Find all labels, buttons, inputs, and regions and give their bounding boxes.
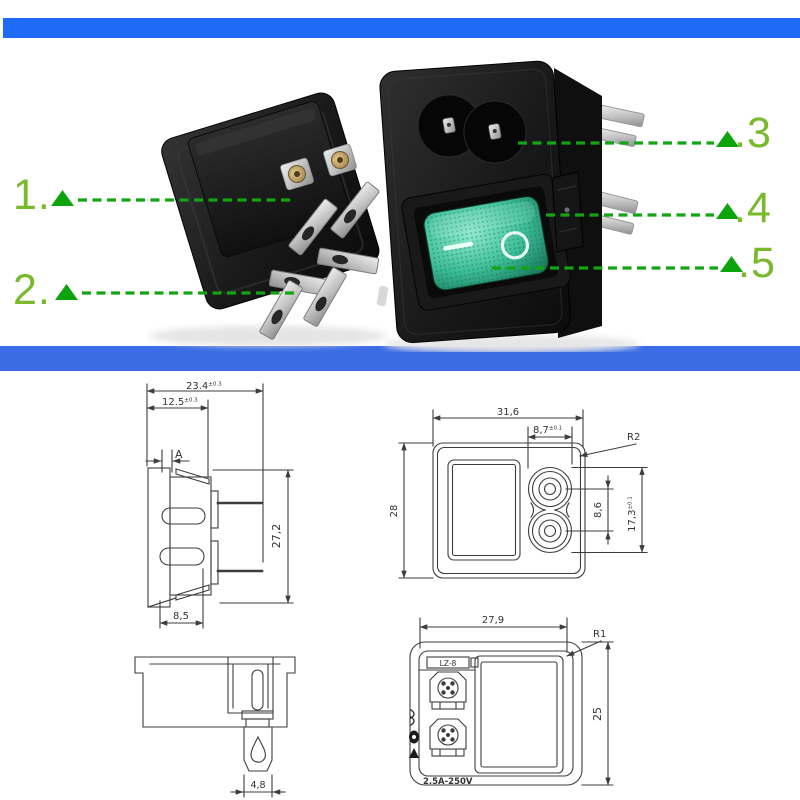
screw-terminal bbox=[323, 143, 357, 177]
certification-marks bbox=[409, 709, 419, 758]
c8-inlet bbox=[417, 94, 527, 164]
dim-height-label: 28 bbox=[389, 505, 400, 518]
spade-terminal bbox=[316, 247, 380, 275]
product-photo-left bbox=[150, 92, 386, 346]
inlet-pin bbox=[442, 117, 456, 134]
spade-terminal bbox=[288, 198, 338, 256]
drawing-front-view: LZ-8 bbox=[409, 615, 614, 787]
inlet-pin bbox=[488, 123, 502, 140]
callout-triangle-2 bbox=[55, 284, 78, 300]
svg-text:23.4±0.3: 23.4±0.3 bbox=[186, 381, 222, 392]
middle-banner bbox=[0, 346, 800, 371]
spade-terminal bbox=[303, 267, 347, 327]
side-pin bbox=[376, 285, 389, 307]
body-top-highlight bbox=[195, 108, 316, 156]
dim-width-label: 27,9 bbox=[482, 615, 504, 626]
svg-text:12.5±0.3: 12.5±0.3 bbox=[162, 397, 198, 408]
callout-triangle-3 bbox=[716, 131, 739, 147]
top-banner bbox=[3, 18, 800, 38]
drawing-side-view: 23.4±0.3 12.5±0.3 A 27,2 bbox=[145, 381, 294, 629]
terminal-detail bbox=[429, 718, 467, 757]
mounting-clip bbox=[551, 171, 584, 253]
spade-terminal bbox=[259, 280, 303, 340]
callout-lines bbox=[78, 141, 718, 295]
dim-depth-label: 8,5 bbox=[173, 611, 189, 622]
model-label: LZ-8 bbox=[440, 659, 457, 668]
dim-pitch-label: 8,6 bbox=[593, 502, 604, 518]
rocker-on-icon bbox=[443, 241, 474, 251]
technical-drawings: 23.4±0.3 12.5±0.3 A 27,2 bbox=[134, 381, 648, 798]
callout-triangle-5 bbox=[720, 256, 743, 272]
terminal-detail bbox=[429, 671, 467, 710]
callout-label-3: .3 bbox=[734, 109, 772, 157]
rocker-gloss bbox=[429, 201, 535, 239]
rocker-off-icon bbox=[500, 231, 530, 260]
rocker-switch bbox=[401, 173, 571, 311]
spade-terminal bbox=[330, 181, 380, 239]
svg-text:17,3±0.1: 17,3±0.1 bbox=[627, 496, 638, 532]
dim-height-label: 27,2 bbox=[270, 524, 283, 549]
dim-pin-label: 4,8 bbox=[250, 780, 265, 791]
callout-label-4: .4 bbox=[734, 184, 772, 232]
dim-a-label: A bbox=[175, 448, 183, 461]
callout-triangle-1 bbox=[51, 190, 74, 206]
rocker-texture bbox=[424, 196, 549, 290]
dim-height-label: 25 bbox=[591, 707, 604, 721]
product-photo-right bbox=[376, 60, 645, 352]
callout-triangle-4 bbox=[716, 203, 739, 219]
radius-label: R1 bbox=[593, 629, 606, 640]
callout-label-5: .5 bbox=[738, 239, 776, 287]
product-photos bbox=[51, 60, 743, 352]
drawing-rear-view: 31,6 8,7±0.1 R2 28 8,6 17,3±0.1 bbox=[389, 407, 648, 579]
callout-label-1: 1. bbox=[13, 171, 51, 219]
dim-width-label: 31,6 bbox=[497, 407, 519, 418]
screw-terminal bbox=[280, 157, 314, 191]
drawing-bottom-view: 4,8 bbox=[134, 656, 296, 798]
radius-label: R2 bbox=[627, 432, 640, 443]
callout-triangles bbox=[51, 131, 743, 300]
svg-text:8,7±0.1: 8,7±0.1 bbox=[533, 425, 562, 436]
rating-label: 2.5A-250V bbox=[423, 777, 473, 787]
callout-label-2: 2. bbox=[13, 266, 51, 314]
